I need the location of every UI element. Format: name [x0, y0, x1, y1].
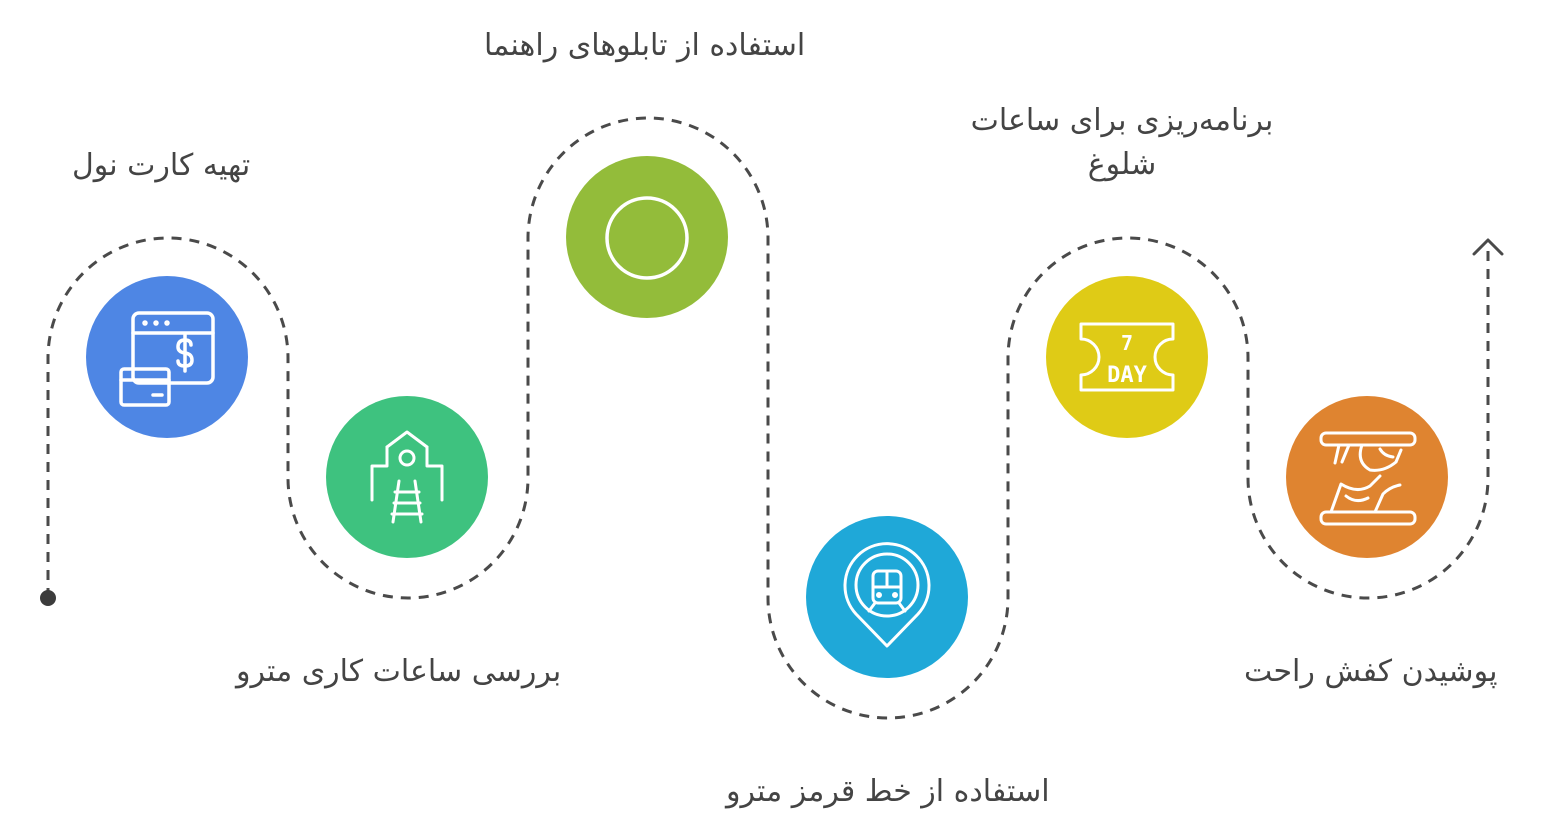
path-start-dot: [40, 590, 56, 606]
path-end-arrow-icon: [1472, 238, 1504, 256]
step-2-circle: [326, 396, 488, 558]
dashed-path: [46, 116, 1490, 720]
circle-sign-icon: [605, 196, 689, 280]
step-4-circle: [806, 516, 968, 678]
step-6-circle: [1286, 396, 1448, 558]
ticket-number: 7: [1121, 331, 1133, 355]
step-5-label: برنامه‌ریزی برای ساعات شلوغ: [970, 103, 1274, 182]
comfortable-shoe-icon: [1319, 431, 1417, 526]
metro-location-icon: [843, 542, 931, 648]
metro-station-icon: [370, 430, 444, 524]
seven-day-ticket-icon: 7 DAY: [1079, 322, 1175, 392]
ticket-day-text: DAY: [1107, 363, 1147, 388]
step-4-label: استفاده از خط قرمز مترو: [726, 774, 1050, 809]
step-1-circle: [86, 276, 248, 438]
step-3-circle: [566, 156, 728, 318]
step-6-label: پوشیدن کفش راحت: [1244, 654, 1498, 689]
step-2-label: بررسی ساعات کاری مترو: [236, 654, 562, 689]
step-1-label: تهیه کارت نول: [72, 148, 251, 183]
step-5-circle: [1046, 276, 1208, 438]
card-payment-icon: [119, 311, 215, 407]
step-3-label: استفاده از تابلوهای راهنما: [484, 28, 806, 63]
